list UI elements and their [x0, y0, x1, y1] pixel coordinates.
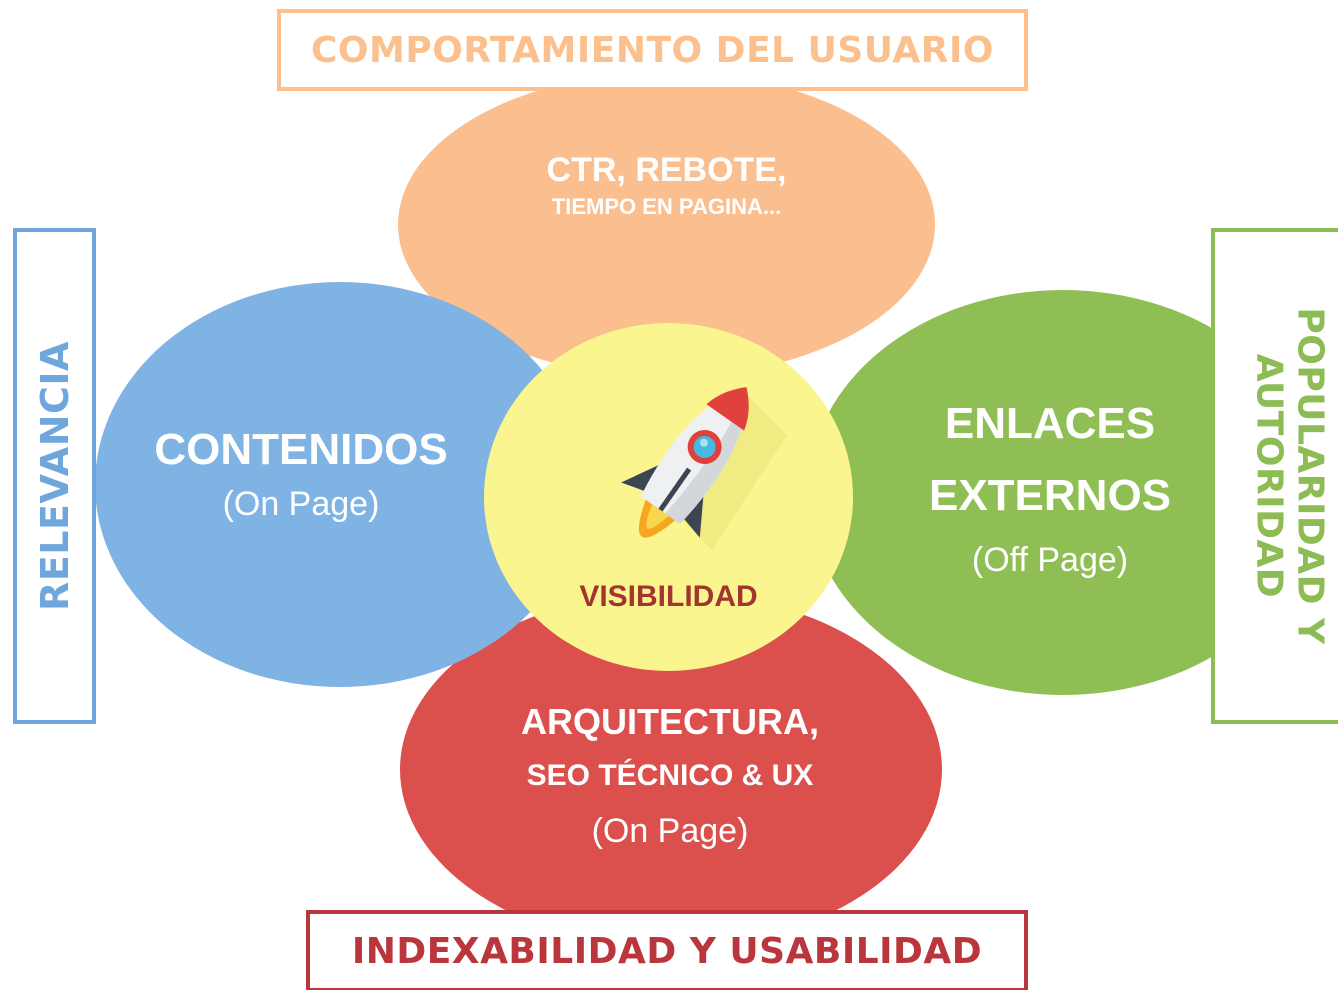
external-links-title-line1: ENLACES — [944, 399, 1156, 448]
external-links-title-line2: EXTERNOS — [928, 471, 1172, 520]
architecture-line1: ARQUITECTURA, — [521, 701, 819, 742]
architecture-text: ARQUITECTURA, SEO TÉCNICO & UX (On Page) — [430, 695, 910, 859]
relevance-box: RELEVANCIA — [13, 228, 96, 724]
external-links-text: ENLACES EXTERNOS (Off Page) — [890, 388, 1210, 588]
relevance-label: RELEVANCIA — [32, 341, 77, 611]
user-behavior-line2: TIEMPO EN PAGINA... — [551, 194, 782, 219]
external-links-subtitle: (Off Page) — [971, 541, 1129, 579]
user-behavior-line1: CTR, REBOTE, — [546, 151, 787, 189]
user-behavior-box: COMPORTAMIENTO DEL USUARIO — [277, 9, 1028, 91]
content-title: CONTENIDOS — [154, 425, 448, 474]
popularity-box: POPULARIDAD Y AUTORIDAD — [1211, 228, 1338, 724]
visibility-label: VISIBILIDAD — [579, 580, 758, 613]
architecture-line2: SEO TÉCNICO & UX — [526, 759, 814, 792]
architecture-subtitle: (On Page) — [591, 812, 749, 850]
indexability-label: INDEXABILIDAD Y USABILIDAD — [351, 930, 983, 972]
popularity-label-line2: AUTORIDAD — [1248, 353, 1290, 599]
user-behavior-text: CTR, REBOTE, TIEMPO EN PAGINA... — [398, 148, 935, 222]
popularity-label-line1: POPULARIDAD Y — [1289, 307, 1331, 645]
user-behavior-label: COMPORTAMIENTO DEL USUARIO — [310, 29, 994, 71]
indexability-box: INDEXABILIDAD Y USABILIDAD — [306, 910, 1028, 990]
content-text: CONTENIDOS (On Page) — [95, 420, 507, 528]
rocket-icon — [621, 387, 787, 550]
content-subtitle: (On Page) — [222, 485, 380, 523]
